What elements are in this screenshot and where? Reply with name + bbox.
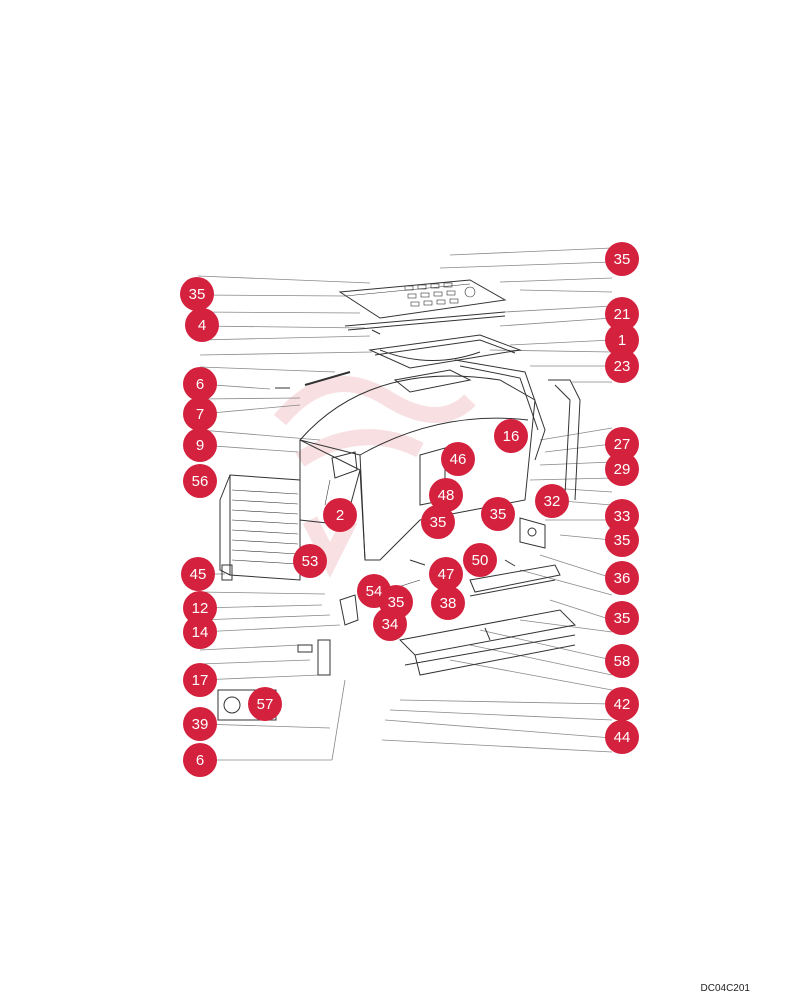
leader-lines-left: [197, 275, 373, 761]
callout-6-lower: 6: [183, 743, 217, 777]
callout-35-right-mid: 35: [605, 523, 639, 557]
callout-50: 50: [463, 543, 497, 577]
callout-16: 16: [494, 419, 528, 453]
callout-53: 53: [293, 544, 327, 578]
leader-lines-right: [381, 247, 613, 753]
callout-38: 38: [431, 586, 465, 620]
callout-4: 4: [185, 308, 219, 342]
callout-2: 2: [323, 498, 357, 532]
callout-46: 46: [441, 442, 475, 476]
callout-35-right-low: 35: [605, 601, 639, 635]
callout-44: 44: [605, 720, 639, 754]
callout-6-upper: 6: [183, 367, 217, 401]
callout-23: 23: [605, 349, 639, 383]
watermark-logo: [273, 376, 476, 578]
callout-56: 56: [183, 464, 217, 498]
callout-14: 14: [183, 615, 217, 649]
callout-39: 39: [183, 707, 217, 741]
callout-35-center-right: 35: [481, 497, 515, 531]
callout-29: 29: [605, 452, 639, 486]
callout-35-top-right: 35: [605, 242, 639, 276]
callout-35-center: 35: [421, 505, 455, 539]
figure-code: DC04C201: [700, 983, 750, 994]
callout-17: 17: [183, 663, 217, 697]
callout-32: 32: [535, 484, 569, 518]
callout-47: 47: [429, 557, 463, 591]
callout-45: 45: [181, 557, 215, 591]
callout-35-top-left: 35: [180, 277, 214, 311]
callout-42: 42: [605, 687, 639, 721]
callout-57: 57: [248, 687, 282, 721]
callout-7: 7: [183, 397, 217, 431]
callout-58: 58: [605, 644, 639, 678]
roof-grille-slots: [404, 282, 476, 307]
callout-34: 34: [373, 607, 407, 641]
callout-9: 9: [183, 428, 217, 462]
parts-linework: [217, 279, 581, 721]
radiator-slats: [231, 489, 299, 565]
callout-36: 36: [605, 561, 639, 595]
